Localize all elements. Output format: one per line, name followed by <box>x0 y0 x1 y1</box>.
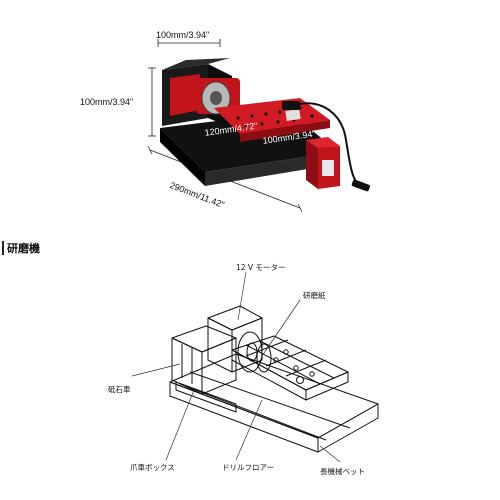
cross-slide <box>214 98 330 142</box>
power-switch <box>282 101 300 110</box>
section-marker <box>2 241 4 255</box>
power-plug <box>351 179 370 192</box>
label-grindstone: 砥石車 <box>108 385 131 394</box>
label-bed: 長機械ベット <box>320 467 365 476</box>
power-cable <box>299 102 361 187</box>
motor-unit <box>196 78 240 115</box>
dim-height: 100mm/3.94" <box>80 97 134 107</box>
tailstock <box>306 137 340 189</box>
label-drill-floor: ドリルフロアー <box>222 463 275 472</box>
section-header: 研磨機 <box>2 240 40 256</box>
label-headstock: 爪車ボックス <box>130 463 175 472</box>
label-sandpaper: 研磨紙 <box>303 291 326 300</box>
section-title: 研磨機 <box>7 242 40 255</box>
label-motor: 12 V モーター <box>236 263 286 272</box>
dim-top-width: 100mm/3.94" <box>156 30 210 40</box>
product-illustration <box>147 39 370 213</box>
leader-lines <box>131 271 341 463</box>
